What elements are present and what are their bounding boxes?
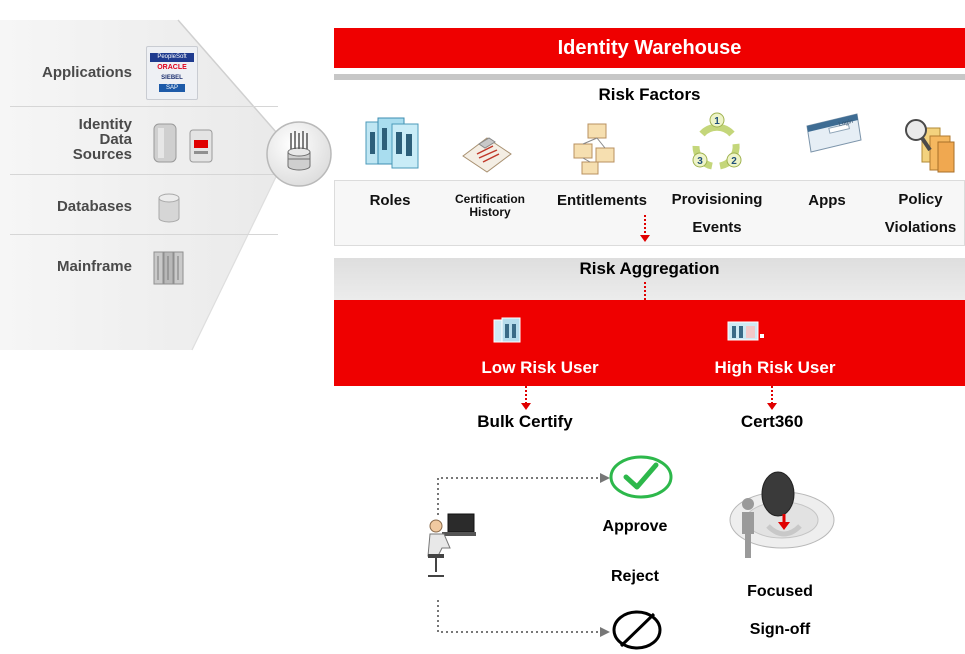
reject-prohibited-icon: [612, 610, 662, 650]
approve-check-icon: [609, 455, 673, 499]
login-window-icon: Login: [806, 113, 862, 153]
source-mainframe-label: Mainframe: [56, 258, 132, 275]
arrow-down-icon: [640, 215, 650, 242]
factor-apps-label: Apps: [808, 192, 846, 209]
low-risk-user-icon: [493, 317, 521, 343]
divider: [10, 174, 278, 175]
risk-aggregation-title: Risk Aggregation: [579, 259, 720, 278]
cycle-number: 2: [731, 156, 737, 167]
roles-icon: [365, 117, 419, 169]
mainframe-icon: [153, 251, 184, 285]
factor-certification-label: Certification History: [454, 192, 525, 219]
factor-policy-label: Policy Violations: [884, 191, 957, 236]
user-at-desk-icon: [427, 513, 476, 577]
cycle-number: 1: [714, 116, 720, 127]
arrow-down-icon: [521, 386, 531, 410]
login-text: Login: [838, 119, 854, 128]
divider: [10, 234, 278, 235]
app-logos-icon: PeopleSoft ORACLE SIEBEL SAP: [146, 46, 198, 100]
peoplesoft-logo: PeopleSoft: [150, 53, 194, 62]
funnel-shape: [0, 19, 291, 351]
siebel-logo: SIEBEL: [161, 75, 183, 81]
connector-line: [644, 282, 646, 302]
low-risk-user-label: Low Risk User: [481, 358, 599, 377]
gray-rule: [334, 74, 965, 80]
reject-label: Reject: [610, 568, 660, 585]
identity-warehouse-title: Identity Warehouse: [557, 37, 742, 59]
source-databases-label: Databases: [56, 198, 132, 215]
arrow-down-icon: [767, 386, 777, 410]
cert360-label: Cert360: [740, 412, 804, 431]
risk-factors-title: Risk Factors: [598, 85, 701, 104]
warehouse-hub-icon: [266, 121, 332, 187]
high-risk-user-icon: [727, 321, 764, 341]
source-applications-label: Applications: [41, 64, 132, 81]
approve-label: Approve: [602, 518, 668, 535]
risk-users-banner: [334, 300, 965, 386]
divider: [10, 106, 278, 107]
factor-entitlements-label: Entitlements: [556, 192, 647, 209]
cycle-icon: 1 2 3: [692, 112, 742, 170]
database-icon: [158, 193, 180, 223]
identity-warehouse-banner: Identity Warehouse: [334, 28, 965, 68]
focused-signoff-icon: [729, 471, 835, 558]
signoff-label: Sign-off: [749, 621, 811, 638]
bulk-connectors: [437, 473, 610, 637]
magnifier-icon: [905, 119, 955, 173]
folders-icon: [573, 123, 615, 175]
clipboard-icon: [462, 137, 512, 173]
focused-label: Focused: [747, 583, 813, 600]
risk-aggregation-banner: Risk Aggregation: [334, 258, 965, 300]
oracle-logo: ORACLE: [157, 64, 187, 71]
server-icon: [153, 123, 213, 163]
cycle-number: 3: [697, 156, 703, 167]
factor-roles-label: Roles: [369, 192, 411, 209]
factor-provisioning-label: Provisioning Events: [671, 191, 763, 236]
sap-logo: SAP: [159, 84, 185, 92]
source-identity-label: Identity Data Sources: [72, 116, 132, 163]
bulk-certify-label: Bulk Certify: [477, 412, 573, 431]
high-risk-user-label: High Risk User: [714, 358, 836, 377]
